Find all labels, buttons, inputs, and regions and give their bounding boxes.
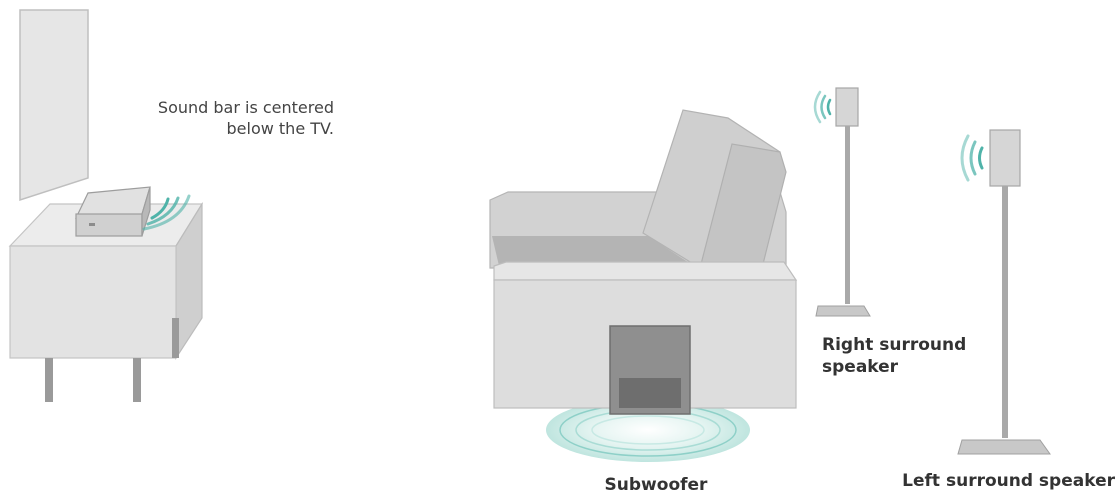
right-surround-label-line1: Right surround bbox=[822, 334, 1002, 356]
left-surround-label: Left surround speaker bbox=[889, 470, 1115, 492]
left-surround-speaker bbox=[958, 130, 1050, 454]
subwoofer bbox=[610, 326, 690, 414]
right-surround-label: Right surround speaker bbox=[822, 334, 1002, 378]
soundbar-note-line2: below the TV. bbox=[112, 118, 334, 139]
soundbar-note-line1: Sound bar is centered bbox=[112, 97, 334, 118]
right-surround-label-line2: speaker bbox=[822, 356, 1002, 378]
soundbar-note: Sound bar is centered below the TV. bbox=[112, 97, 334, 139]
right-surround-speaker bbox=[816, 88, 870, 316]
sound-bar bbox=[76, 187, 150, 236]
subwoofer-label: Subwoofer bbox=[586, 474, 726, 496]
left-speaker-waves-icon bbox=[962, 136, 982, 180]
right-speaker-waves-icon bbox=[815, 92, 830, 122]
tv bbox=[20, 10, 88, 200]
